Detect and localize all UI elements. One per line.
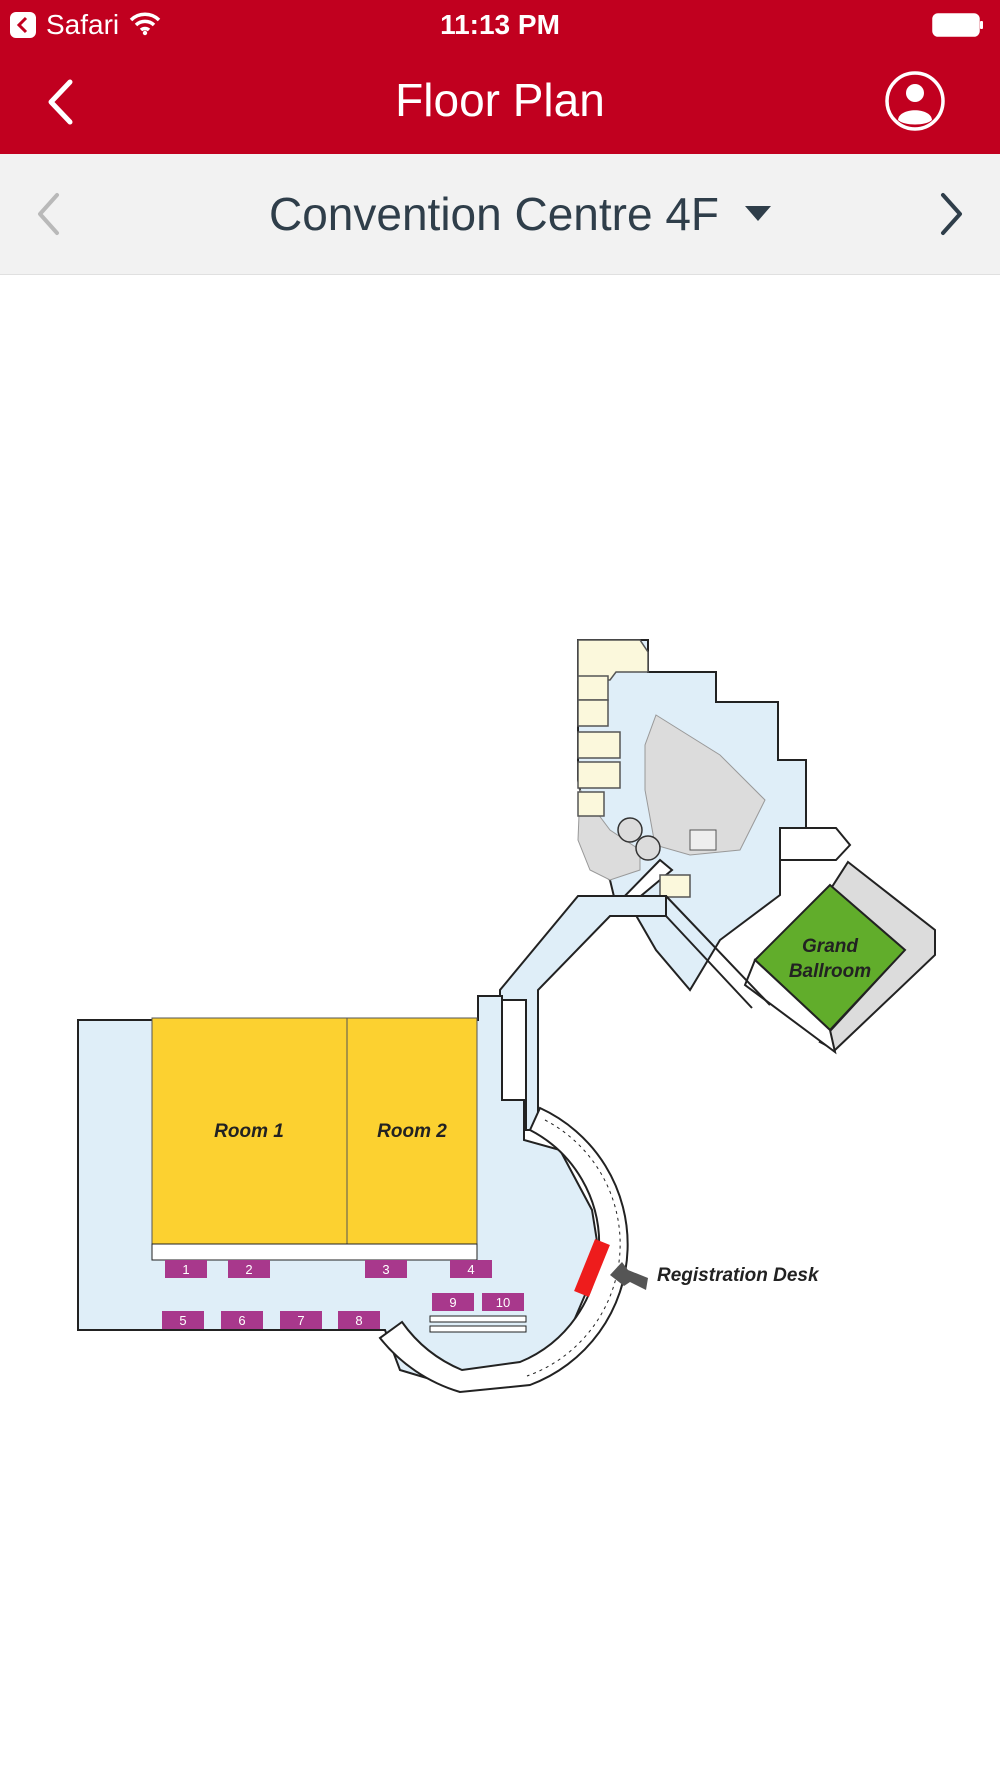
booth-7[interactable] [280, 1311, 322, 1329]
booth-3[interactable] [365, 1260, 407, 1278]
booth-label-2: 2 [245, 1262, 252, 1277]
booth-label-5: 5 [179, 1313, 186, 1328]
chevron-left-icon [38, 193, 59, 235]
small-room [577, 699, 609, 727]
status-left: Safari [10, 8, 161, 42]
floor-selector-bar: Convention Centre 4F [0, 154, 1000, 275]
booth-1[interactable] [165, 1260, 207, 1278]
nav-bar: Floor Plan [0, 50, 1000, 154]
floor-dropdown[interactable]: Convention Centre 4F [240, 184, 800, 244]
colonnade-inner [526, 1119, 621, 1377]
room-1-label: Room 1 [214, 1121, 284, 1142]
stairs [689, 829, 717, 851]
booth-6[interactable] [221, 1311, 263, 1329]
annex-room [779, 827, 852, 861]
arrow-icon [610, 1262, 648, 1290]
ballroom-wall [743, 958, 837, 1055]
booth-label-3: 3 [382, 1262, 389, 1277]
back-button[interactable] [30, 72, 90, 132]
booth-5[interactable] [162, 1311, 204, 1329]
user-icon [885, 71, 945, 131]
small-room [577, 761, 621, 789]
small-room [577, 731, 621, 759]
seating-feature [617, 817, 643, 843]
floor-plan-drawing: Grand Ballroom Room 1 Room 2 1 2 3 4 5 6… [77, 639, 936, 1394]
wifi-icon [129, 10, 161, 41]
previous-floor-button[interactable] [26, 184, 70, 244]
status-time: 11:13 PM [440, 9, 560, 40]
corridor-divider [665, 895, 771, 1006]
ballroom-label-line2: Ballroom [789, 961, 871, 982]
small-room [577, 675, 609, 701]
booths: 1 2 3 4 5 6 7 8 9 10 [162, 1260, 524, 1329]
room-entrance-strip [151, 1243, 478, 1261]
booth-10[interactable] [482, 1293, 524, 1311]
booth-label-4: 4 [467, 1262, 474, 1277]
chevron-left-icon [48, 79, 73, 125]
room-2-label: Room 2 [377, 1121, 447, 1142]
status-bar: Safari 11:13 PM [0, 0, 1000, 50]
booth-label-8: 8 [355, 1313, 362, 1328]
booth-label-10: 10 [496, 1295, 510, 1310]
booth-4[interactable] [450, 1260, 492, 1278]
next-floor-button[interactable] [930, 184, 974, 244]
status-app-name[interactable]: Safari [46, 9, 120, 40]
booth-8[interactable] [338, 1311, 380, 1329]
caret-down-icon [745, 206, 772, 221]
booth-label-9: 9 [449, 1295, 456, 1310]
booth-label-7: 7 [297, 1313, 304, 1328]
registration-desk[interactable] [574, 1239, 610, 1297]
colonnade-curve [378, 1106, 629, 1394]
room-2 [346, 1017, 478, 1245]
booth-9[interactable] [432, 1293, 474, 1311]
page-title: Floor Plan [395, 74, 605, 126]
booth-label-6: 6 [238, 1313, 245, 1328]
registration-desk-label: Registration Desk [657, 1265, 820, 1286]
seating-feature [635, 835, 661, 861]
back-to-app-icon[interactable] [10, 12, 36, 38]
booth-label-1: 1 [182, 1262, 189, 1277]
connector-corridor [499, 895, 667, 1131]
corridor-divider [665, 915, 753, 1009]
ballroom-label-line1: Grand [802, 936, 858, 957]
grey-core [644, 714, 766, 856]
chevron-right-icon [941, 193, 962, 235]
floor-name: Convention Centre 4F [268, 188, 720, 240]
floor-plan-map[interactable]: Grand Ballroom Room 1 Room 2 1 2 3 4 5 6… [0, 275, 1000, 1778]
profile-button[interactable] [884, 70, 946, 132]
booth-2[interactable] [228, 1260, 270, 1278]
small-room [577, 791, 605, 817]
battery-icon [932, 13, 984, 37]
small-room [659, 874, 691, 898]
escalator [429, 1315, 527, 1323]
escalator [429, 1325, 527, 1333]
